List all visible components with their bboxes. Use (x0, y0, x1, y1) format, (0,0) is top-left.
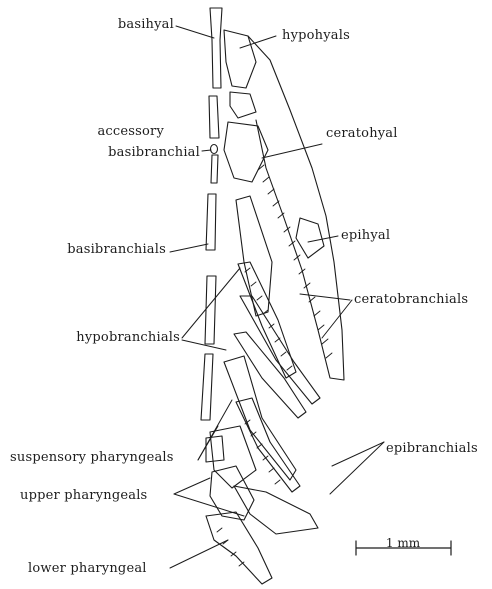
label-accessory-basibranchial: basibranchial (60, 145, 200, 160)
scale-bar-label: 1 mm (354, 536, 452, 550)
label-epihyal: epihyal (341, 228, 390, 243)
label-lower-pharyngeal: lower pharyngeal (28, 561, 147, 576)
ceratobranchials (234, 196, 320, 418)
label-ceratobranchials: ceratobranchials (354, 292, 468, 307)
label-epibranchials: epibranchials (386, 441, 478, 456)
label-hypohyals: hypohyals (282, 28, 350, 43)
epibranchials (210, 356, 300, 492)
basibranchial-column (201, 8, 222, 420)
label-suspensory-pharyngeals: suspensory pharyngeals (10, 450, 174, 465)
pharyngeals (206, 436, 318, 584)
label-basibranchials: basibranchials (26, 242, 166, 257)
leader-lines (170, 26, 384, 568)
label-basihyal: basihyal (84, 17, 174, 32)
label-upper-pharyngeals: upper pharyngeals (20, 488, 147, 503)
gill-rakers (217, 165, 332, 566)
label-ceratohyal: ceratohyal (326, 126, 398, 141)
label-hypobranchials: hypobranchials (30, 330, 180, 345)
hyoid-arch (224, 30, 344, 380)
label-accessory: accessory (54, 124, 164, 139)
